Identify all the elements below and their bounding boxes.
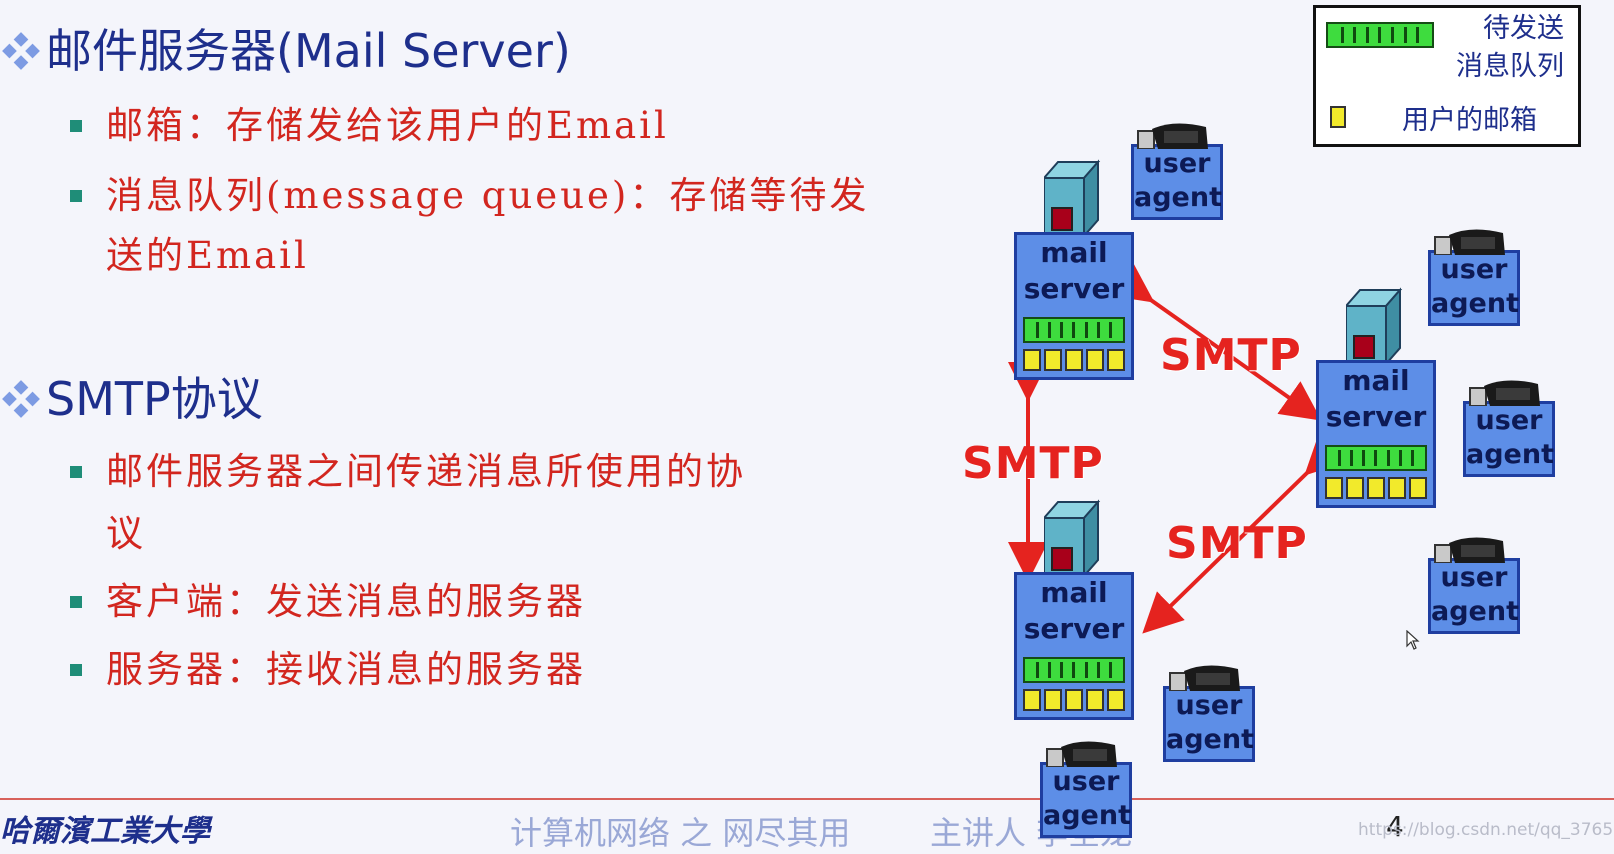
legend: 待发送 消息队列 用户的邮箱 bbox=[1313, 5, 1581, 147]
bullet-message-queue: 消息队列(message queue)：存储等待发 bbox=[70, 166, 869, 225]
workstation-icon bbox=[1046, 741, 1117, 767]
message-queue bbox=[1325, 445, 1427, 471]
user-agent-6: user agent bbox=[1040, 741, 1132, 838]
footer-divider bbox=[0, 798, 1614, 800]
university-logo: 哈爾濱工業大學 bbox=[0, 814, 210, 849]
mail-server-top: mail server bbox=[1014, 232, 1134, 380]
square-bullet-icon bbox=[70, 664, 82, 676]
legend-queue-label: 待发送 消息队列 bbox=[1456, 13, 1564, 82]
page-number: 4 bbox=[1386, 810, 1404, 843]
user-agent-5: user agent bbox=[1163, 665, 1255, 762]
server-tower-icon bbox=[1044, 499, 1101, 576]
legend-queue-swatch bbox=[1326, 22, 1434, 48]
message-queue bbox=[1023, 657, 1125, 683]
square-bullet-icon bbox=[70, 120, 82, 132]
square-bullet-icon bbox=[70, 466, 82, 478]
arrow-top-to-right bbox=[1110, 263, 1322, 421]
user-agent-4: user agent bbox=[1428, 537, 1520, 634]
user-agent-3: user agent bbox=[1463, 380, 1555, 477]
arrow-right-to-bottom bbox=[1142, 433, 1347, 634]
server-tower-icon bbox=[1346, 287, 1403, 364]
mail-server-bottom: mail server bbox=[1014, 572, 1134, 720]
mailboxes bbox=[1023, 349, 1125, 373]
server-tower-icon bbox=[1044, 159, 1101, 236]
bullet-mailbox: 邮箱：存储发给该用户的Email bbox=[70, 96, 669, 155]
mouse-cursor-icon bbox=[1406, 630, 1420, 650]
bullet-server: 服务器：接收消息的服务器 bbox=[70, 640, 586, 699]
bullet-smtp-protocol: 邮件服务器之间传递消息所使用的协 bbox=[70, 442, 746, 501]
user-agent-2: user agent bbox=[1428, 229, 1520, 326]
footer-course: 计算机网络 之 网尽其用 bbox=[510, 814, 851, 852]
diamond-bullet-icon bbox=[2, 380, 40, 418]
workstation-icon bbox=[1169, 665, 1240, 691]
workstation-icon bbox=[1469, 380, 1540, 406]
square-bullet-icon bbox=[70, 190, 82, 202]
workstation-icon bbox=[1137, 123, 1208, 149]
section-title-mail-server: 邮件服务器(Mail Server) bbox=[0, 28, 571, 74]
smtp-label-left: SMTP bbox=[962, 438, 1104, 489]
square-bullet-icon bbox=[70, 596, 82, 608]
bullet-client: 客户端：发送消息的服务器 bbox=[70, 572, 586, 631]
smtp-label-top: SMTP bbox=[1160, 330, 1302, 381]
mailboxes bbox=[1023, 689, 1125, 713]
section-title-smtp: SMTP协议 bbox=[0, 376, 263, 422]
legend-mailbox-label: 用户的邮箱 bbox=[1402, 105, 1537, 136]
message-queue bbox=[1023, 317, 1125, 343]
diamond-bullet-icon bbox=[2, 32, 40, 70]
bullet-smtp-protocol-cont: 议 bbox=[106, 512, 146, 555]
mailboxes bbox=[1325, 477, 1427, 501]
watermark: https://blog.csdn.net/qq_37654497 bbox=[1358, 820, 1614, 840]
user-agent-1: user agent bbox=[1131, 123, 1223, 220]
smtp-label-bottom: SMTP bbox=[1166, 518, 1308, 569]
workstation-icon bbox=[1434, 229, 1505, 255]
legend-mailbox-swatch bbox=[1330, 106, 1346, 128]
mail-server-right: mail server bbox=[1316, 360, 1436, 508]
bullet-message-queue-cont: 送的Email bbox=[106, 234, 309, 277]
workstation-icon bbox=[1434, 537, 1505, 563]
